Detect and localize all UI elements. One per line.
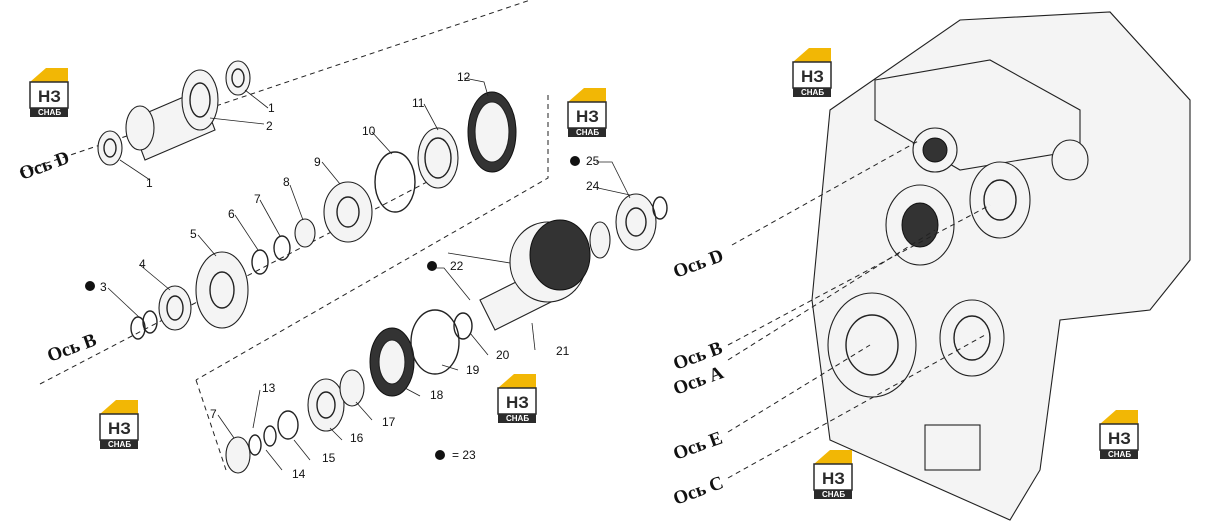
bullet-marker-25 — [570, 156, 580, 166]
svg-text:НЗ: НЗ — [801, 67, 824, 86]
svg-text:СНАБ: СНАБ — [576, 128, 599, 137]
axis-label-d-right: Ось D — [671, 245, 727, 282]
axis-line-e-right — [727, 344, 871, 433]
watermark-logo-6: НЗ СНАБ — [1099, 409, 1139, 460]
svg-text:СНАБ: СНАБ — [1108, 450, 1131, 459]
axis-label-e-right: Ось E — [671, 428, 726, 465]
callout-20: 20 — [496, 348, 510, 362]
axis-line-c-right — [727, 334, 986, 479]
callout-25: 25 — [586, 154, 600, 168]
callout-12: 12 — [457, 70, 471, 84]
watermark-logo-2: НЗ СНАБ — [567, 87, 607, 138]
callout-6: 6 — [228, 207, 235, 221]
svg-text:СНАБ: СНАБ — [822, 490, 845, 499]
gearbox-housing-view: Ось D Ось B Ось A Ось E Ось C — [671, 11, 1191, 521]
svg-text:НЗ: НЗ — [38, 87, 61, 106]
callout-5: 5 — [190, 227, 197, 241]
svg-text:СНАБ: СНАБ — [38, 108, 61, 117]
legend-text: = 23 — [452, 448, 476, 462]
svg-text:НЗ: НЗ — [506, 393, 529, 412]
watermark-logo-1: НЗ СНАБ — [29, 67, 69, 118]
axis-line-a-right — [727, 229, 936, 361]
watermark-logo-7: НЗ СНАБ — [813, 449, 853, 500]
svg-text:СНАБ: СНАБ — [108, 440, 131, 449]
watermark-logo-5: НЗ СНАБ — [792, 47, 832, 98]
shaft-d-assembly — [97, 60, 251, 166]
shaft-b-parts — [130, 91, 517, 340]
callout-22: 22 — [450, 259, 464, 273]
dashed-boundary-upper — [195, 95, 549, 381]
callout-15: 15 — [322, 451, 336, 465]
svg-text:НЗ: НЗ — [108, 419, 131, 438]
callout-8: 8 — [283, 175, 290, 189]
callout-7b: 7 — [210, 407, 217, 421]
callout-4: 4 — [139, 257, 146, 271]
svg-text:НЗ: НЗ — [1108, 429, 1131, 448]
svg-text:СНАБ: СНАБ — [506, 414, 529, 423]
legend-bullet — [435, 450, 445, 460]
callout-16: 16 — [350, 431, 364, 445]
axis-line-b-right — [727, 204, 991, 346]
callout-9: 9 — [314, 155, 321, 169]
bullet-marker-3 — [85, 281, 95, 291]
axis-label-c-right: Ось C — [671, 472, 727, 509]
axis-label-d-left: Ось D — [17, 147, 73, 184]
svg-text:СНАБ: СНАБ — [801, 88, 824, 97]
left-exploded-view: 1 1 2 3 4 5 6 7 8 9 10 11 12 13 14 15 16… — [17, 0, 668, 481]
callout-24: 24 — [586, 179, 600, 193]
callout-3: 3 — [100, 280, 107, 294]
callout-10: 10 — [362, 124, 376, 138]
lower-row-parts — [225, 309, 473, 474]
callout-1a: 1 — [146, 176, 153, 190]
main-output-shaft — [479, 193, 668, 331]
leader-lines — [107, 77, 631, 471]
callout-2: 2 — [266, 119, 273, 133]
callout-1b: 1 — [268, 101, 275, 115]
watermark-logo-4: НЗ СНАБ — [497, 373, 537, 424]
callout-19: 19 — [466, 363, 480, 377]
callout-17: 17 — [382, 415, 396, 429]
svg-text:НЗ: НЗ — [822, 469, 845, 488]
callout-14: 14 — [292, 467, 306, 481]
dashed-boundary-left — [195, 379, 227, 471]
callout-13: 13 — [262, 381, 276, 395]
svg-text:НЗ: НЗ — [576, 107, 599, 126]
watermark-logo-3: НЗ СНАБ — [99, 399, 139, 450]
callout-18: 18 — [430, 388, 444, 402]
axis-label-b-left: Ось B — [45, 330, 100, 367]
bullet-marker-22 — [427, 261, 437, 271]
callout-7a: 7 — [254, 192, 261, 206]
callout-21: 21 — [556, 344, 570, 358]
callout-11: 11 — [412, 96, 425, 110]
